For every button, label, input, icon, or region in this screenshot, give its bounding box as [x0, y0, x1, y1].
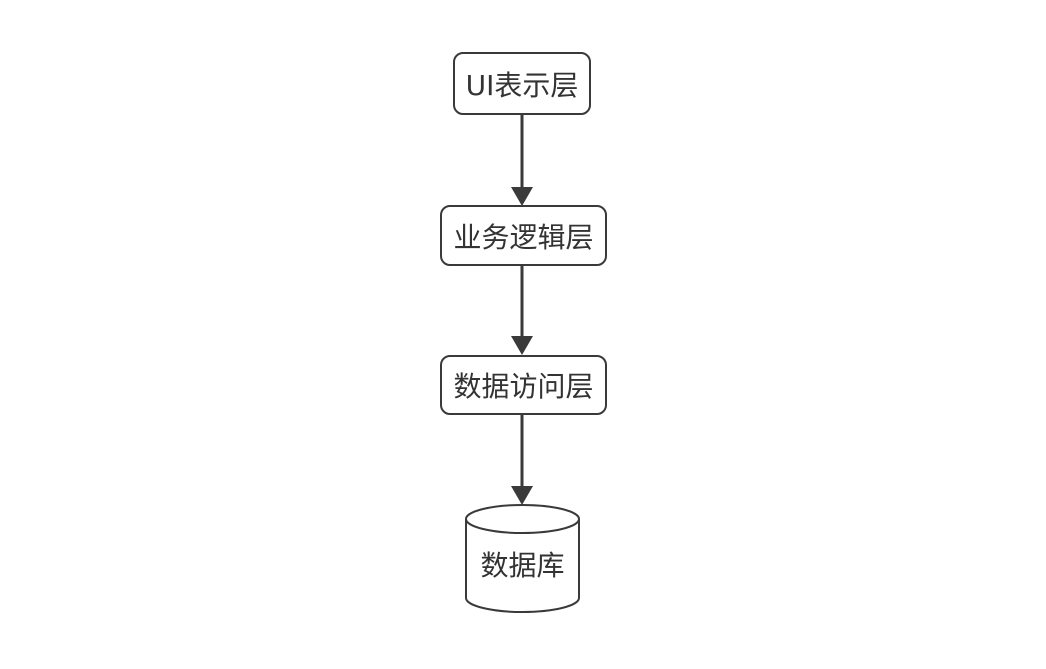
node-database: 数据库 — [452, 544, 593, 584]
database-cylinder-icon — [465, 504, 580, 613]
node-data-access-layer: 数据访问层 — [440, 355, 607, 415]
node-business-layer-label: 业务逻辑层 — [453, 220, 594, 254]
arrow-business-to-dal-icon — [511, 266, 533, 355]
arrow-ui-to-business-icon — [511, 115, 533, 206]
node-data-access-layer-label: 数据访问层 — [453, 370, 594, 403]
node-database-label: 数据库 — [480, 549, 565, 582]
node-ui-layer: UI表示层 — [453, 52, 591, 115]
arrow-dal-to-database-icon — [511, 415, 533, 505]
node-ui-layer-label: UI表示层 — [465, 68, 579, 102]
node-business-layer: 业务逻辑层 — [440, 205, 607, 266]
